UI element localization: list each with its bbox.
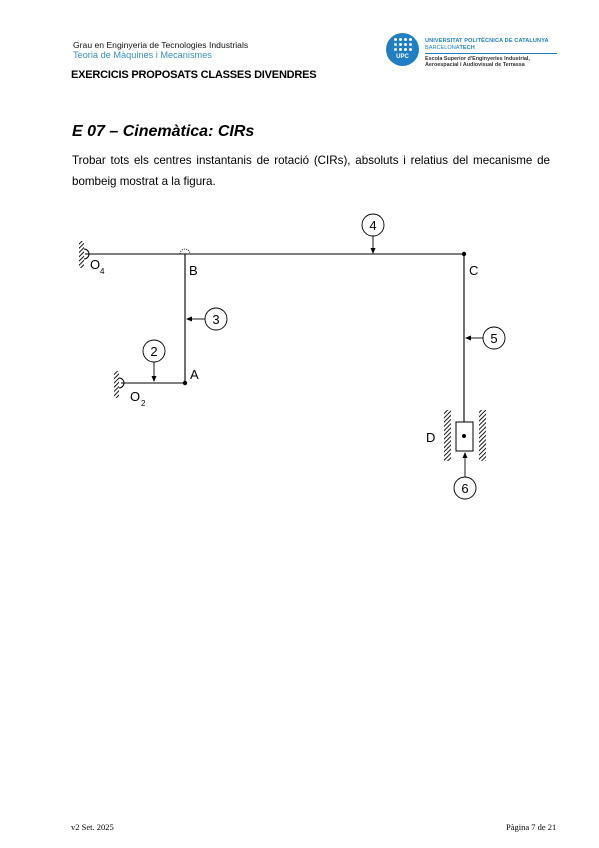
label-a: A: [190, 367, 199, 382]
upc-logo-emblem: UPC: [386, 33, 419, 66]
label-d: D: [426, 430, 435, 445]
joint-b: [179, 248, 191, 255]
arrowhead-5: [465, 335, 471, 341]
upc-logo-school-line2: Aeroespacial i Audiovisual de Terrassa: [425, 62, 525, 68]
arrowhead-2: [151, 376, 157, 382]
joint-d: [462, 434, 466, 438]
ground-o2: [114, 371, 119, 398]
label-o2: O: [130, 389, 140, 404]
upc-logo-tagline-prefix: BARCELONA: [425, 45, 460, 51]
footer-version: v2 Set. 2025: [71, 822, 114, 832]
bubble-2-label: 2: [150, 344, 157, 359]
joint-c: [461, 251, 467, 257]
upc-logo: UPC UNIVERSITAT POLITÈCNICA DE CATALUNYA…: [386, 33, 566, 73]
bubble-4: [361, 213, 385, 237]
bubble-3-label: 3: [212, 312, 219, 327]
bubble-4-label: 4: [369, 218, 376, 233]
guide-right: [479, 410, 486, 461]
bubble-5: [482, 326, 506, 350]
upc-logo-acronym: UPC: [396, 54, 409, 60]
header-course: Teoria de Màquines i Mecanismes: [73, 50, 212, 60]
upc-logo-divider: [425, 53, 557, 54]
arrowhead-3: [186, 316, 192, 322]
label-o4: O: [90, 257, 100, 272]
header-section-title: EXERCICIS PROPOSATS CLASSES DIVENDRES: [71, 69, 317, 81]
upc-logo-university: UNIVERSITAT POLITÈCNICA DE CATALUNYA: [425, 38, 549, 44]
exercise-statement: Trobar tots els centres instantanis de r…: [72, 154, 550, 188]
exercise-heading: E 07 – Cinemàtica: CIRs: [72, 123, 255, 140]
upc-logo-tagline-suffix: TECH: [459, 45, 475, 51]
header-degree: Grau en Enginyeria de Tecnologies Indust…: [73, 40, 249, 50]
label-c: C: [469, 263, 478, 278]
bubble-6: [453, 476, 477, 500]
bubble-3: [204, 307, 228, 331]
arrowhead-6: [462, 452, 468, 458]
ground-o4: [79, 241, 84, 268]
bubble-5-label: 5: [490, 331, 497, 346]
arrowhead-4: [370, 248, 376, 254]
label-o4-sub: 4: [100, 267, 105, 276]
label-o2-sub: 2: [141, 399, 146, 408]
joint-a: [182, 380, 188, 386]
label-b: B: [189, 263, 198, 278]
upc-logo-school-line1: Escola Superior d'Enginyeries Industrial…: [425, 56, 530, 62]
guide-left: [444, 410, 451, 461]
bubble-2: [142, 339, 166, 363]
footer-page-number: Pàgina 7 de 21: [506, 822, 557, 832]
bubble-6-label: 6: [461, 481, 468, 496]
upc-logo-tagline: BARCELONATECH: [425, 45, 475, 51]
